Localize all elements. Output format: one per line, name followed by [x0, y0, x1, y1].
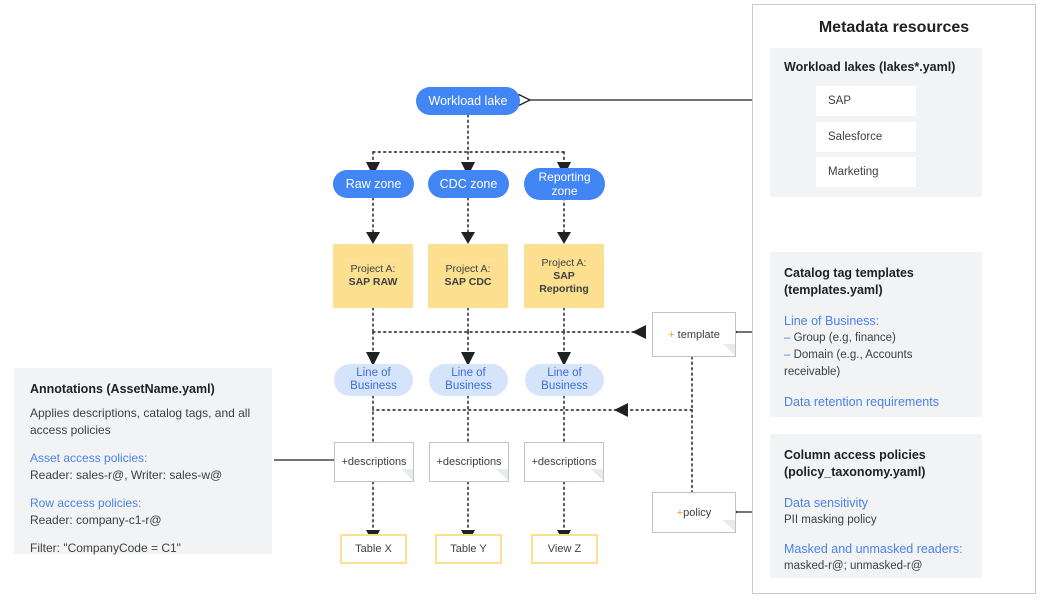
column-policies-title-line2: (policy_taxonomy.yaml) [784, 465, 926, 479]
note-descriptions-1[interactable]: +descriptions [334, 442, 414, 482]
node-project-sap-raw[interactable]: Project A: SAP RAW [333, 244, 413, 308]
plus-glyph: + [676, 506, 684, 519]
arrowheads [366, 162, 646, 543]
project-line2: SAP Reporting [539, 269, 589, 295]
project-line2: SAP CDC [444, 276, 492, 288]
note-descriptions-3[interactable]: +descriptions [524, 442, 604, 482]
node-project-sap-reporting-label: Project A: SAP Reporting [524, 257, 604, 296]
node-workload-lake-label: Workload lake [428, 94, 508, 108]
note-fold-corner [591, 469, 604, 482]
node-reporting-zone[interactable]: Reporting zone [524, 168, 605, 200]
lob-bullet-1: Group (e.g, finance) [793, 332, 896, 344]
lake-item-sap[interactable]: SAP [816, 86, 916, 116]
note-template-label: + template [668, 329, 720, 341]
note-fold-corner [723, 344, 736, 357]
section-catalog-tag-templates: Catalog tag templates (templates.yaml) L… [770, 252, 982, 417]
node-view-z[interactable]: View Z [531, 534, 598, 564]
node-raw-zone[interactable]: Raw zone [333, 170, 414, 198]
project-line1: Project A: [350, 263, 396, 275]
note-policy[interactable]: +policy [652, 492, 736, 533]
masked-readers-text: masked-r@; unmasked-r@ [784, 560, 923, 572]
node-reporting-zone-label: Reporting zone [538, 170, 591, 198]
data-retention-heading: Data retention requirements [784, 395, 939, 409]
catalog-templates-title-line1: Catalog tag templates [784, 266, 914, 280]
node-cdc-zone-label: CDC zone [439, 177, 498, 191]
cylinder-top [333, 244, 413, 262]
lob-bullet-group: – Group (e.g, finance) [784, 330, 968, 347]
node-lob-label: Line of Business [445, 366, 492, 393]
cylinder-top [524, 244, 604, 262]
lake-item-salesforce[interactable]: Salesforce [816, 122, 916, 152]
node-cdc-zone[interactable]: CDC zone [428, 170, 509, 198]
cylinder-bottom [524, 290, 604, 308]
node-workload-lake[interactable]: Workload lake [416, 87, 520, 115]
node-line-of-business-2[interactable]: Line of Business [429, 364, 508, 396]
annotations-group-row-access: Row access policies: Reader: company-c1-… [30, 495, 256, 529]
note-fold-corner [401, 469, 414, 482]
node-table-y[interactable]: Table Y [435, 534, 502, 564]
asset-access-heading: Asset access policies: [30, 451, 148, 465]
lob-bullet-2: Domain (e.g., Accounts receivable) [784, 349, 913, 378]
column-policies-title-line1: Column access policies [784, 448, 926, 462]
lake-item-salesforce-label: Salesforce [828, 131, 883, 143]
row-access-line: Reader: company-c1-r@ [30, 513, 162, 527]
note-fold-corner [723, 520, 736, 533]
node-line-of-business-3[interactable]: Line of Business [525, 364, 604, 396]
annotations-panel: Annotations (AssetName.yaml) Applies des… [14, 368, 272, 555]
data-sensitivity-heading: Data sensitivity [784, 496, 869, 510]
lake-item-marketing-label: Marketing [828, 166, 879, 178]
node-table-x[interactable]: Table X [340, 534, 407, 564]
node-table-x-label: Table X [355, 543, 392, 555]
note-descriptions-label: +descriptions [436, 456, 502, 468]
node-lob-label: Line of Business [350, 366, 397, 393]
annotations-title: Annotations (AssetName.yaml) [30, 382, 215, 396]
node-lob-label: Line of Business [541, 366, 588, 393]
note-fold-corner [496, 469, 509, 482]
project-line1: Project A: [541, 256, 587, 269]
project-line1: Project A: [445, 263, 491, 275]
cylinder-bottom [333, 290, 413, 308]
project-line2: SAP RAW [348, 276, 398, 288]
note-policy-text: policy [683, 506, 712, 519]
annotations-group-asset-access: Asset access policies: Reader: sales-r@,… [30, 450, 256, 484]
dash-glyph: – [784, 349, 791, 361]
annotations-filter: Filter: "CompanyCode = C1" [30, 541, 181, 555]
lob-bullet-domain: – Domain (e.g., Accounts receivable) [784, 347, 968, 381]
masked-readers-heading: Masked and unmasked readers: [784, 542, 963, 556]
dash-glyph: – [784, 332, 791, 344]
node-raw-zone-label: Raw zone [345, 177, 402, 191]
node-line-of-business-1[interactable]: Line of Business [334, 364, 413, 396]
cylinder-bottom [428, 290, 508, 308]
cylinder-top [428, 244, 508, 262]
node-project-sap-reporting[interactable]: Project A: SAP Reporting [524, 244, 604, 308]
pii-masking-policy-text: PII masking policy [784, 514, 877, 526]
workload-lakes-title: Workload lakes (lakes*.yaml) [784, 60, 956, 74]
node-project-sap-raw-label: Project A: SAP RAW [333, 263, 413, 289]
lake-item-marketing[interactable]: Marketing [816, 157, 916, 187]
plus-glyph: + [668, 328, 675, 341]
section-column-access-policies: Column access policies (policy_taxonomy.… [770, 434, 982, 578]
note-descriptions-2[interactable]: +descriptions [429, 442, 509, 482]
asset-access-line: Reader: sales-r@, Writer: sales-w@ [30, 468, 223, 482]
node-table-y-label: Table Y [450, 543, 487, 555]
note-descriptions-label: +descriptions [341, 456, 407, 468]
node-project-sap-cdc-label: Project A: SAP CDC [428, 263, 508, 289]
note-template-text: template [674, 328, 720, 341]
note-policy-label: +policy [677, 507, 712, 519]
metadata-resources-title: Metadata resources [818, 19, 970, 36]
note-descriptions-label: +descriptions [531, 456, 597, 468]
line-of-business-heading: Line of Business: [784, 314, 880, 328]
node-project-sap-cdc[interactable]: Project A: SAP CDC [428, 244, 508, 308]
node-view-z-label: View Z [547, 543, 582, 555]
annotations-intro: Applies descriptions, catalog tags, and … [30, 406, 251, 437]
catalog-templates-title-line2: (templates.yaml) [784, 283, 883, 297]
note-template[interactable]: + template [652, 312, 736, 357]
row-access-heading: Row access policies: [30, 496, 142, 510]
lake-item-sap-label: SAP [828, 95, 852, 107]
